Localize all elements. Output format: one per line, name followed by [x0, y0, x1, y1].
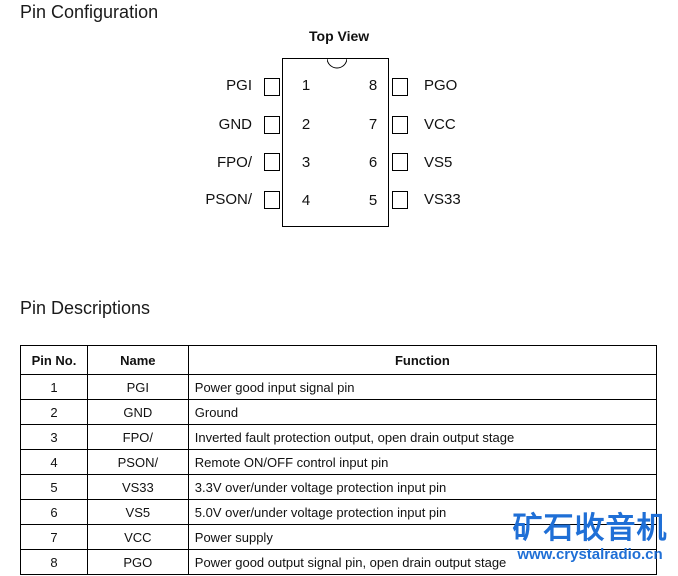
cell-function: Remote ON/OFF control input pin — [187, 449, 658, 475]
cell-name: PGO — [86, 549, 189, 575]
cell-function: Ground — [187, 399, 658, 425]
pin-8-lead — [392, 78, 408, 96]
cell-function: Inverted fault protection output, open d… — [187, 424, 658, 450]
pin-5-number: 5 — [368, 192, 378, 209]
cell-pin-no: 1 — [20, 374, 88, 400]
pin-1-name: PGI — [226, 77, 252, 94]
cell-name: VS5 — [86, 499, 189, 525]
cell-pin-no: 7 — [20, 524, 88, 550]
header-name: Name — [86, 345, 189, 375]
pin-5-name: VS33 — [424, 191, 461, 208]
watermark: 矿石收音机 www.crystalradio.cn — [506, 512, 674, 564]
table-row: 1 PGI Power good input signal pin — [20, 374, 658, 400]
table-row: 6 VS5 5.0V over/under voltage protection… — [20, 499, 658, 525]
cell-function: Power good output signal pin, open drain… — [187, 549, 658, 575]
pin-3-name: FPO/ — [216, 154, 252, 171]
pin-4-number: 4 — [301, 192, 311, 209]
cell-pin-no: 8 — [20, 549, 88, 575]
cell-function: Power good input signal pin — [187, 374, 658, 400]
pin-descriptions-title: Pin Descriptions — [20, 298, 151, 318]
cell-pin-no: 3 — [20, 424, 88, 450]
cell-name: VS33 — [86, 474, 189, 500]
pin-4-lead — [264, 191, 280, 209]
cell-name: VCC — [86, 524, 189, 550]
cell-pin-no: 2 — [20, 399, 88, 425]
pin-2-name: GND — [218, 116, 252, 133]
cell-name: PGI — [86, 374, 189, 400]
pin-configuration-title: Pin Configuration — [20, 2, 159, 22]
cell-function: 3.3V over/under voltage protection input… — [187, 474, 658, 500]
watermark-url: www.crystalradio.cn — [517, 546, 663, 563]
table-row: 8 PGO Power good output signal pin, open… — [20, 549, 658, 575]
cell-pin-no: 6 — [20, 499, 88, 525]
cell-pin-no: 5 — [20, 474, 88, 500]
pin-3-lead — [264, 153, 280, 171]
table-row: 3 FPO/ Inverted fault protection output,… — [20, 424, 658, 450]
table-header-row: Pin No. Name Function — [20, 345, 658, 375]
table-row: 5 VS33 3.3V over/under voltage protectio… — [20, 474, 658, 500]
pin1-notch-icon — [327, 58, 347, 69]
pin-4-name: PSON/ — [205, 191, 252, 208]
cell-function: Power supply — [187, 524, 658, 550]
cell-name: FPO/ — [86, 424, 189, 450]
pin-8-number: 8 — [368, 77, 378, 94]
pin-8-name: PGO — [424, 77, 458, 94]
pin-5-lead — [392, 191, 408, 209]
pin-3-number: 3 — [301, 154, 311, 171]
pin-6-lead — [392, 153, 408, 171]
pin-2-number: 2 — [301, 116, 311, 133]
table-row: 4 PSON/ Remote ON/OFF control input pin — [20, 449, 658, 475]
pin-2-lead — [264, 116, 280, 134]
table-row: 7 VCC Power supply — [20, 524, 658, 550]
pin-7-lead — [392, 116, 408, 134]
table-row: 2 GND Ground — [20, 399, 658, 425]
header-pin-no: Pin No. — [20, 345, 88, 375]
watermark-chinese-text: 矿石收音机 — [512, 512, 668, 545]
header-function: Function — [187, 345, 658, 375]
pin-7-number: 7 — [368, 116, 378, 133]
pin-6-name: VS5 — [424, 154, 453, 171]
cell-name: PSON/ — [86, 449, 189, 475]
pin-6-number: 6 — [368, 154, 378, 171]
pin-1-lead — [264, 78, 280, 96]
pin-1-number: 1 — [301, 77, 311, 94]
pin-descriptions-table: Pin No. Name Function 1 PGI Power good i… — [20, 345, 658, 575]
top-view-label: Top View — [309, 28, 370, 44]
cell-pin-no: 4 — [20, 449, 88, 475]
cell-name: GND — [86, 399, 189, 425]
pin-7-name: VCC — [424, 116, 456, 133]
ic-package-outline — [282, 58, 389, 227]
